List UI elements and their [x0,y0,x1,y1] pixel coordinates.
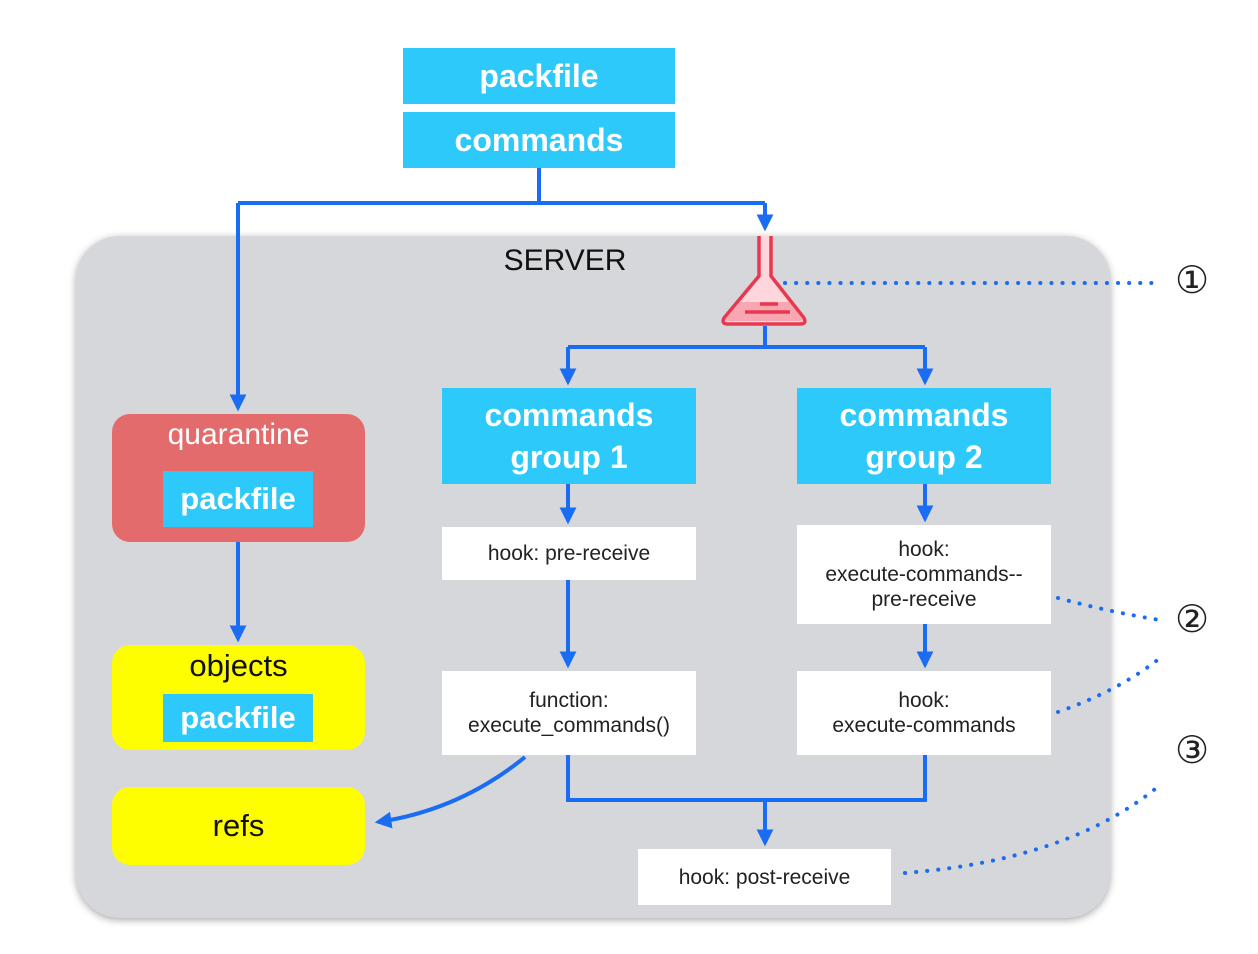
function-line1: function: [529,689,609,712]
objects-label: objects [189,648,288,683]
packfile-input-box: packfile [403,48,675,104]
group-2-title-line2: group 2 [865,439,983,475]
marker-2: ② [1174,599,1210,641]
commands-input-box: commands [403,112,675,168]
hook1-line2: execute-commands-- [825,563,1023,586]
quarantine-label: quarantine [167,418,310,451]
hook-post-receive: hook: post-receive [638,849,891,905]
group-2-title-line1: commands [839,397,1009,433]
group-1-title-line2: group 1 [510,439,628,475]
quarantine-packfile: packfile [163,471,313,527]
hook-pre-receive: hook: pre-receive [442,527,696,580]
hook2-line1: hook: [898,689,950,712]
function-execute-commands: function: execute_commands() [442,671,696,755]
hook-execute-commands: hook: execute-commands [797,671,1051,755]
flask-icon [721,236,807,326]
server-label: SERVER [503,244,627,277]
callout-2b [1056,656,1162,714]
flask-split-line [568,326,925,349]
hook1-line3: pre-receive [871,588,977,611]
objects-packfile: packfile [163,694,313,742]
function-line2: execute_commands() [468,714,670,737]
hook-execute-commands-pre-receive: hook: execute-commands-- pre-receive [797,525,1051,624]
callout-3 [903,783,1162,875]
marker-1: ① [1174,260,1210,302]
marker-3: ③ [1174,730,1210,772]
commands-group-1: commands group 1 [442,388,696,484]
commands-group-2: commands group 2 [797,388,1051,484]
callout-2a [1056,596,1162,622]
merge-line [566,755,927,802]
hook1-line1: hook: [898,538,950,561]
arrow-function-to-refs [374,755,527,829]
hook2-line2: execute-commands [832,714,1016,737]
trunk-line [238,168,765,205]
group-1-title-line1: commands [484,397,654,433]
refs-box: refs [112,787,365,865]
